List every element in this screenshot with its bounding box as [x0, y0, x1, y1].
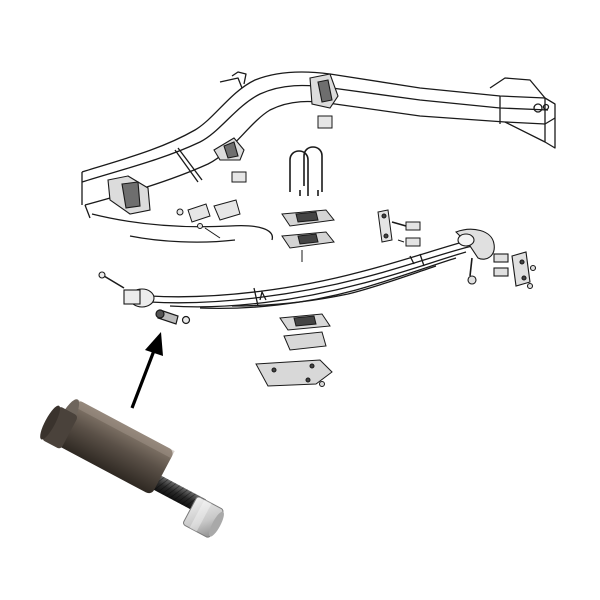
upper-shackle-hardware: [377, 209, 421, 247]
rear-shackle: [455, 228, 537, 290]
callout-arrow: [130, 332, 163, 409]
lower-spring-plates: [255, 313, 333, 387]
highlighted-bushing-bolt: [155, 309, 191, 325]
u-bolt: [289, 146, 323, 196]
leaf-spring: [149, 239, 473, 310]
spring-front-eye: [98, 271, 155, 308]
frame-brackets: [107, 73, 339, 215]
small-hardware-upper: [176, 115, 333, 239]
bushing-bolt-photo: [40, 399, 224, 538]
spring-clamp-plates: [281, 209, 335, 262]
